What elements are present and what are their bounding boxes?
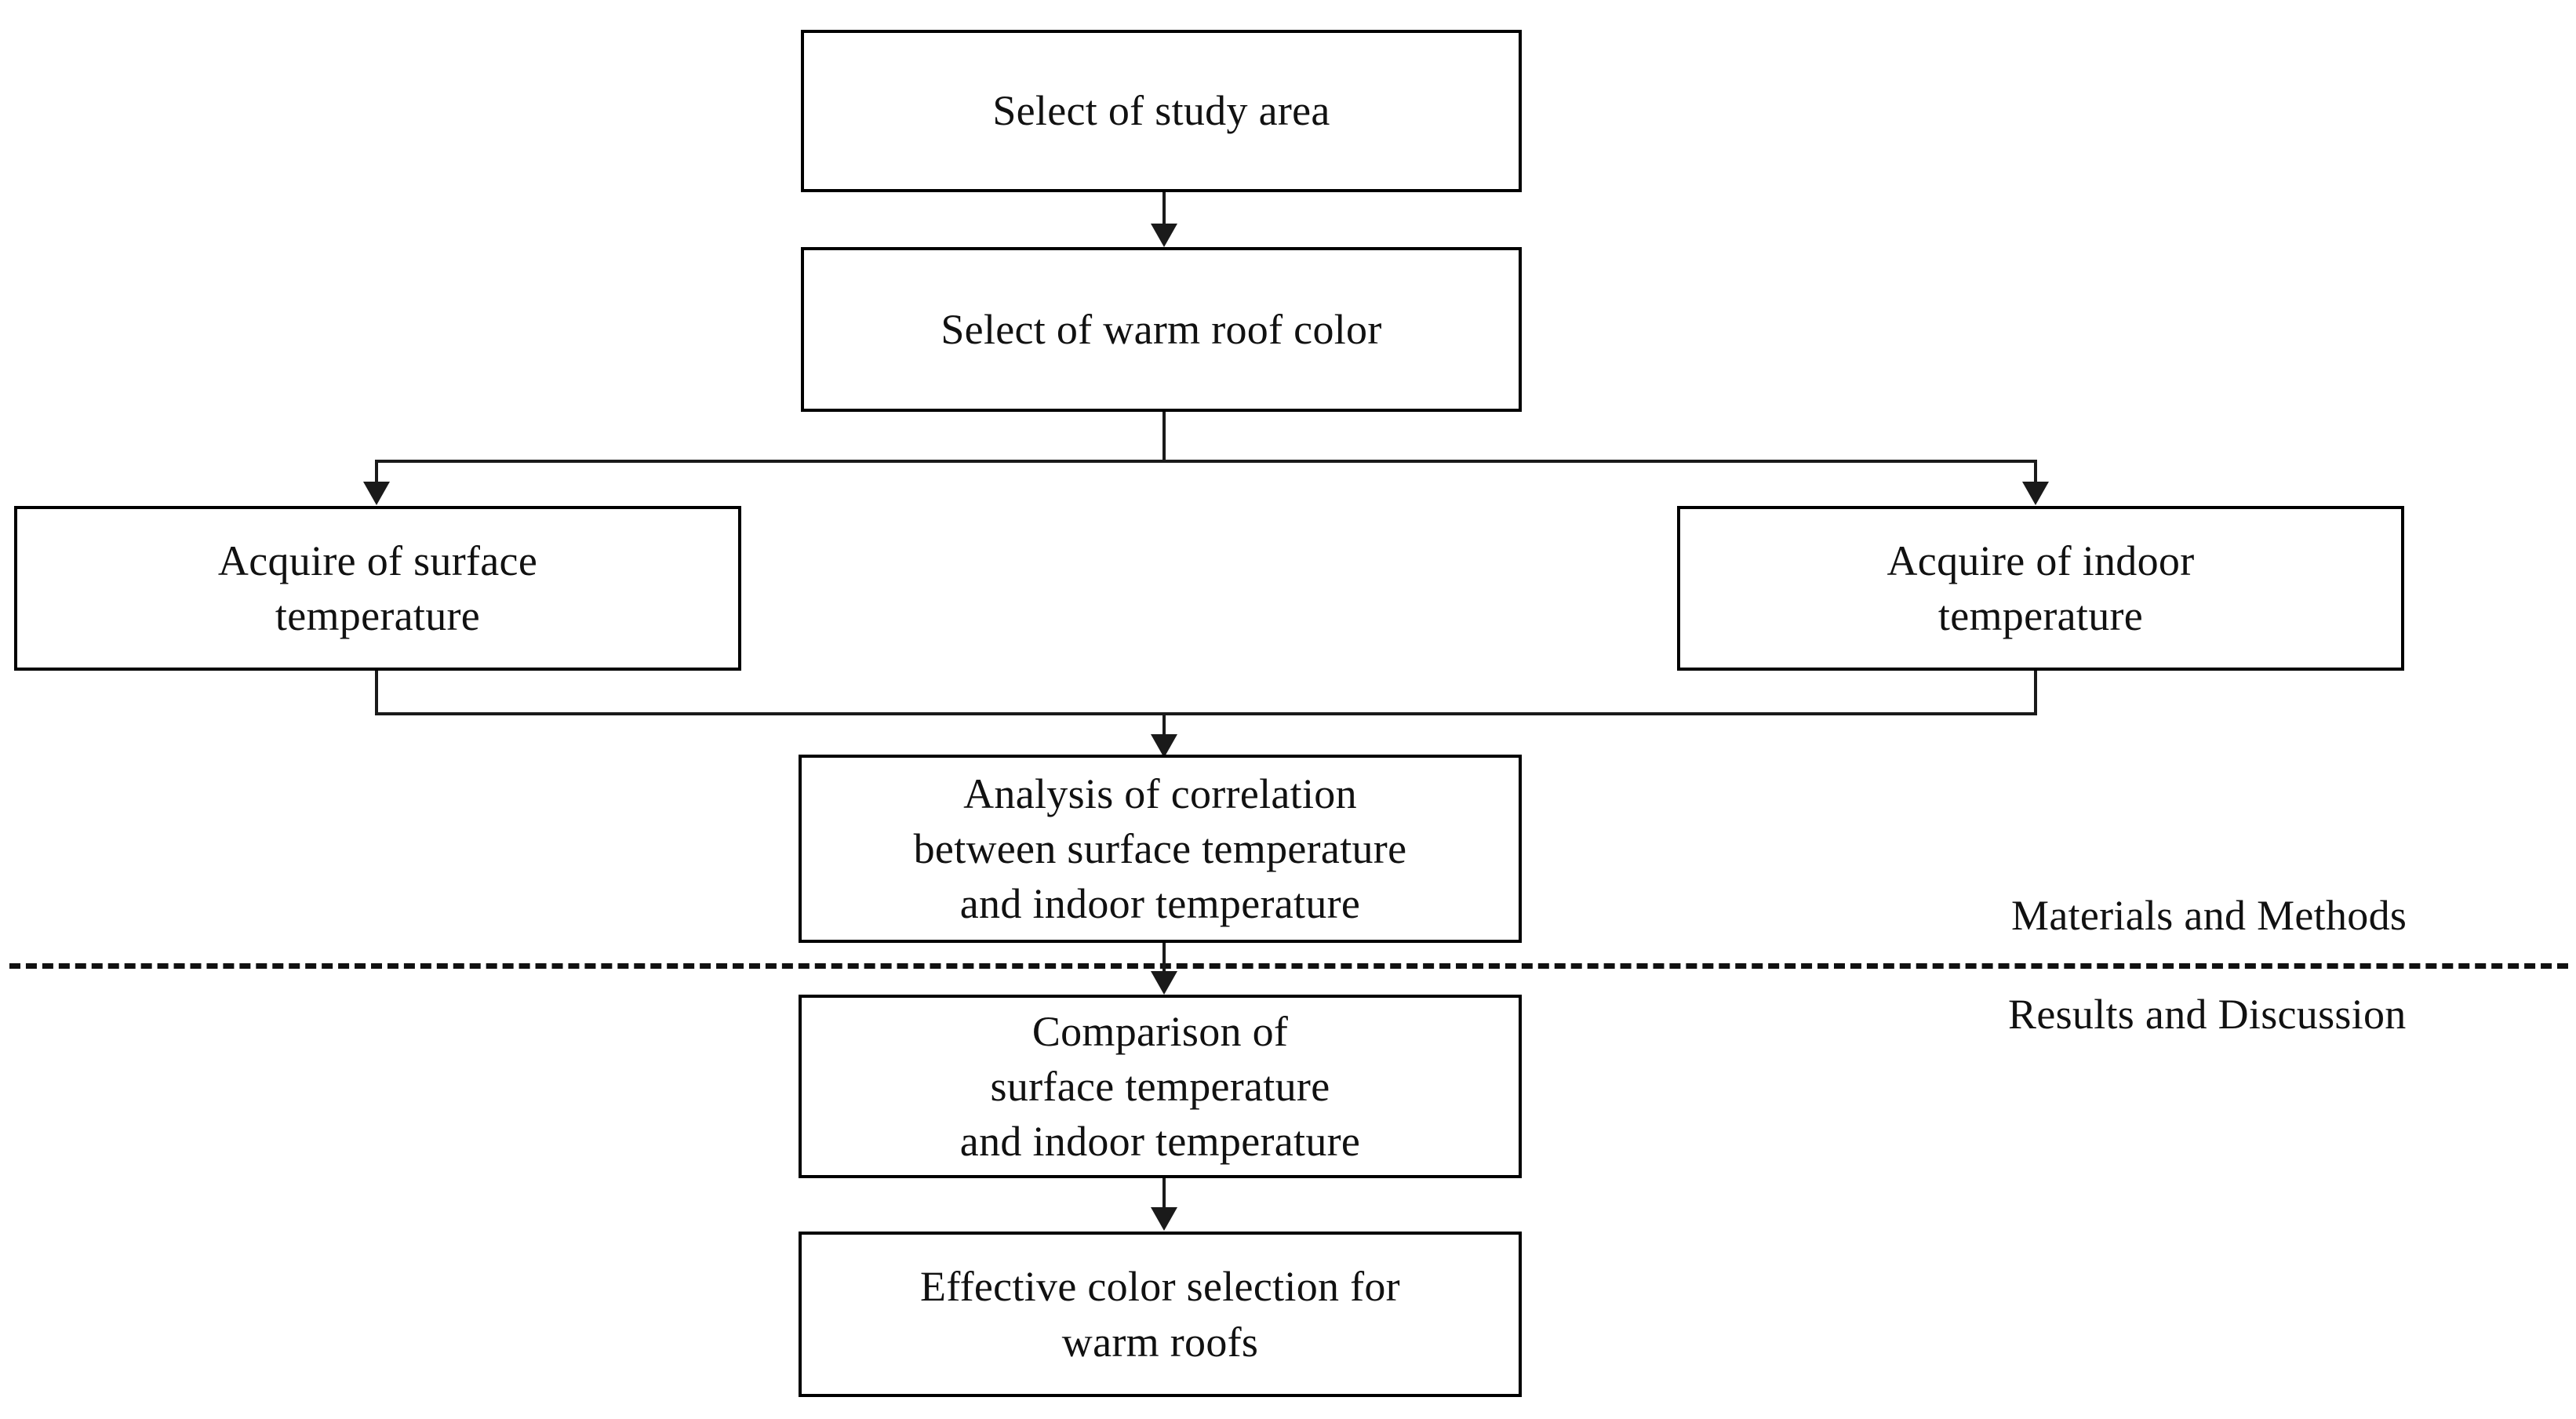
connector-merge-to-correlation <box>1162 712 1166 742</box>
connector-surface-temperature-drop <box>375 671 378 715</box>
arrowhead-to-comparison <box>1151 971 1177 995</box>
connector-merge-bus <box>375 712 2037 715</box>
connector-comparison-to-effective-color <box>1162 1178 1166 1211</box>
connector-split-left-drop <box>375 460 378 487</box>
connector-split-right-drop <box>2034 460 2037 487</box>
connector-indoor-temperature-drop <box>2034 671 2037 715</box>
arrowhead-to-roof-color <box>1151 224 1177 247</box>
section-label-materials-and-methods: Materials and Methods <box>2011 892 2407 939</box>
node-acquire-indoor-temperature: Acquire of indoor temperature <box>1677 506 2404 671</box>
node-effective-color-selection: Effective color selection for warm roofs <box>799 1232 1522 1397</box>
connector-correlation-to-comparison <box>1162 943 1166 976</box>
arrowhead-to-surface-temperature <box>363 482 390 505</box>
section-label-results-and-discussion: Results and Discussion <box>2008 991 2407 1038</box>
node-comparison: Comparison of surface temperature and in… <box>799 995 1522 1178</box>
arrowhead-to-indoor-temperature <box>2022 482 2049 505</box>
node-select-warm-roof-color: Select of warm roof color <box>801 247 1522 412</box>
arrowhead-to-correlation <box>1151 734 1177 758</box>
arrowhead-to-effective-color <box>1151 1207 1177 1231</box>
node-analysis-of-correlation: Analysis of correlation between surface … <box>799 755 1522 943</box>
connector-study-area-to-roof-color <box>1162 192 1166 228</box>
node-select-study-area: Select of study area <box>801 30 1522 192</box>
section-divider <box>9 963 2568 969</box>
node-acquire-surface-temperature: Acquire of surface temperature <box>14 506 741 671</box>
connector-roof-color-drop <box>1162 412 1166 463</box>
connector-split-bus <box>377 460 2036 463</box>
